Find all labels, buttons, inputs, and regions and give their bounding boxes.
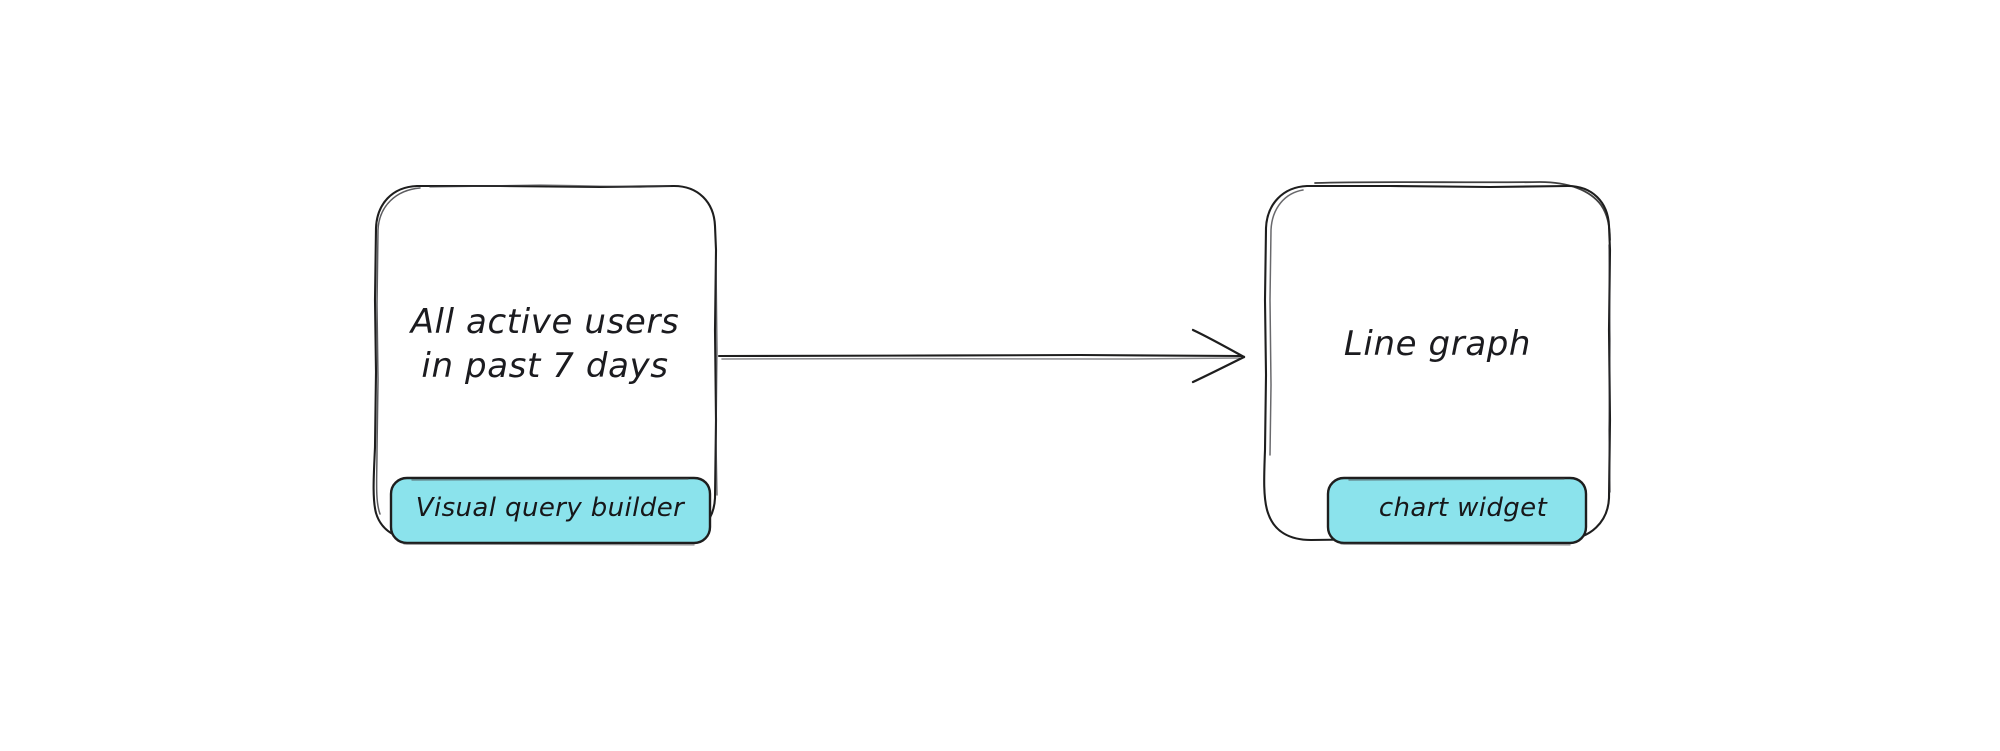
badge-query-label: Visual query builder [415, 493, 685, 523]
node-query-label: All active users in past 7 days [410, 302, 680, 387]
badge-chart-label: chart widget [1378, 493, 1548, 523]
badge-visual-query-builder[interactable] [391, 478, 711, 544]
edge-arrow-query-to-chart[interactable] [719, 330, 1246, 384]
badge-chart-widget[interactable] [1328, 478, 1587, 544]
node-chart-label: Line graph [1343, 324, 1532, 364]
